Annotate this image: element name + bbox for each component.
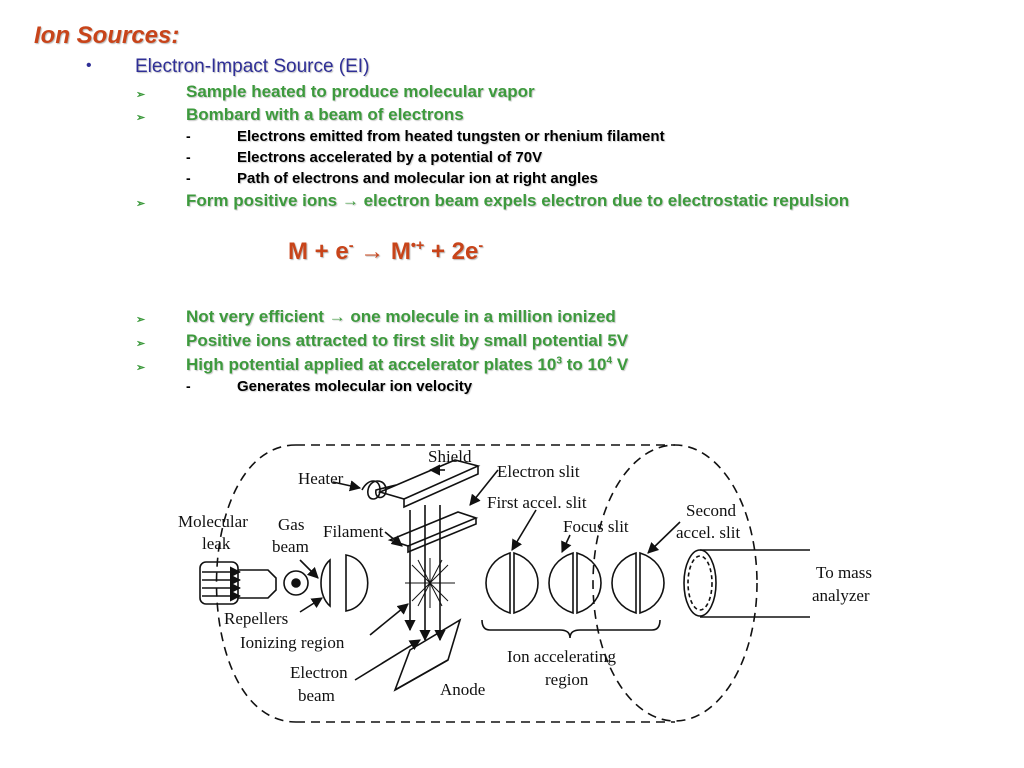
label-electron-slit: Electron slit	[497, 462, 580, 481]
arrow-bullet: ➢	[136, 112, 146, 124]
label-shield: Shield	[428, 447, 472, 466]
subitem-electrons-accelerated: Electrons accelerated by a potential of …	[237, 149, 543, 166]
label-anode: Anode	[440, 680, 485, 699]
arrow-icon: →	[341, 191, 359, 210]
item-sample-heated: Sample heated to produce molecular vapor	[186, 82, 535, 101]
repeller-plate	[345, 554, 369, 612]
label-second-accel-slit-2: accel. slit	[676, 523, 740, 542]
arrow-icon: →	[328, 307, 346, 326]
label-ion-accelerating-2: region	[545, 670, 589, 689]
bullet-marker: •	[86, 57, 92, 74]
label-ionizing-region: Ionizing region	[240, 633, 345, 652]
label-focus-slit: Focus slit	[563, 517, 629, 536]
label-molecular-leak-1: Molecular	[178, 512, 248, 531]
housing-outline	[296, 444, 675, 723]
housing-right-end	[592, 444, 758, 722]
label-gas-beam-1: Gas	[278, 515, 304, 534]
exit-tube	[700, 549, 810, 618]
label-second-accel-slit-1: Second	[686, 501, 737, 520]
subitem-generates-velocity: Generates molecular ion velocity	[237, 378, 473, 395]
dash-bullet: -	[186, 378, 191, 394]
slide-title: Ion Sources:	[34, 22, 180, 49]
label-filament: Filament	[323, 522, 384, 541]
focus-slit-plates	[548, 551, 602, 615]
gas-beam-disc	[283, 570, 309, 596]
item-positive-ions-attracted: Positive ions attracted to first slit by…	[186, 331, 629, 350]
molecular-leak	[199, 561, 277, 605]
label-heater: Heater	[298, 469, 344, 488]
arrow-bullet: ➢	[136, 198, 146, 210]
item-form-positive-ions: Form positive ions → electron beam expel…	[186, 191, 850, 210]
accel-region-bracket	[481, 619, 661, 639]
item-high-potential: High potential applied at accelerator pl…	[186, 355, 629, 374]
ionizing-starburst	[405, 558, 455, 608]
arrow-icon: →	[360, 238, 385, 265]
arrow-bullet: ➢	[136, 362, 146, 374]
label-gas-beam-2: beam	[272, 537, 309, 556]
subitem-path-of-electrons: Path of electrons and molecular ion at r…	[237, 170, 598, 187]
dash-bullet: -	[186, 170, 191, 186]
arrow-bullet: ➢	[136, 89, 146, 101]
dash-bullet: -	[186, 128, 191, 144]
label-to-mass-1: To mass	[816, 563, 872, 582]
label-molecular-leak-2: leak	[202, 534, 231, 553]
repeller-plate	[320, 558, 331, 608]
arrow-bullet: ➢	[136, 314, 146, 326]
arrow-bullet: ➢	[136, 338, 146, 350]
label-electron-beam-2: beam	[298, 686, 335, 705]
label-electron-beam-1: Electron	[290, 663, 348, 682]
dash-bullet: -	[186, 149, 191, 165]
label-to-mass-2: analyzer	[812, 586, 870, 605]
first-accel-slit-plates	[485, 551, 539, 615]
ionization-equation: M + e- → M•+ + 2e-	[288, 238, 484, 265]
label-ion-accelerating-1: Ion accelerating	[507, 647, 617, 666]
subitem-electrons-emitted: Electrons emitted from heated tungsten o…	[237, 128, 665, 145]
item-not-efficient: Not very efficient → one molecule in a m…	[186, 307, 616, 326]
heater-coil	[361, 480, 397, 500]
second-accel-slit-plates	[611, 551, 665, 615]
item-bombard: Bombard with a beam of electrons	[186, 105, 464, 124]
label-first-accel-slit: First accel. slit	[487, 493, 587, 512]
heading-ei: Electron-Impact Source (EI)	[135, 56, 370, 77]
label-repellers: Repellers	[224, 609, 288, 628]
